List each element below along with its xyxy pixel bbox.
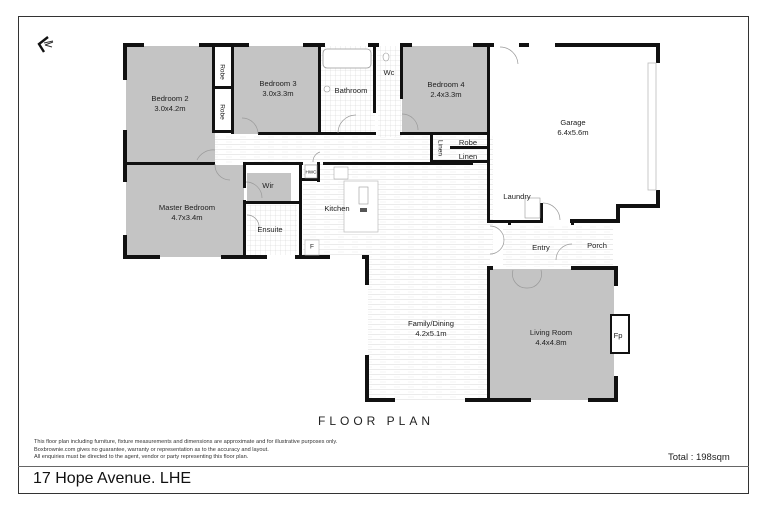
bedroom-2-area [126, 46, 215, 163]
bedroom-4-area [402, 46, 488, 134]
disclaimer-line: This floor plan including furniture, fix… [34, 439, 338, 445]
north-arrow-icon [37, 36, 54, 53]
ensuite-label: Ensuite [257, 225, 283, 234]
family-dining-label: Family/Dining 4.2x5.1m [408, 319, 454, 339]
total-area: Total : 198sqm [668, 452, 730, 463]
wc-label: Wc [383, 68, 395, 77]
linen-1-label: Linen [436, 140, 444, 156]
master-bedroom-area [126, 165, 244, 257]
entry-label: Entry [532, 243, 550, 252]
wir-label: Wir [262, 181, 274, 190]
room-name: Bedroom 2 [151, 94, 189, 103]
plan-sheet [18, 16, 749, 494]
bathroom-label: Bathroom [334, 86, 368, 95]
room-name: Garage [560, 118, 586, 127]
room-name: Master Bedroom [158, 203, 216, 212]
bedroom-3-label: Bedroom 3 3.0x3.3m [259, 79, 296, 99]
disclaimer: This floor plan including furniture, fix… [34, 439, 337, 462]
room-name: Living Room [529, 328, 573, 337]
robe-2-label: Robe [218, 104, 226, 120]
fireplace-label: Fp [613, 331, 623, 340]
disclaimer-line: Boxbrownie.com gives no guarantee, warra… [34, 446, 269, 453]
bedroom-2-label: Bedroom 2 3.0x4.2m [151, 94, 188, 114]
disclaimer-line: All enquiries must be directed to the ag… [34, 454, 249, 461]
linen-2-label: Linen [458, 152, 478, 161]
hwc-label: HWC [305, 169, 317, 175]
bedroom-3-area [233, 46, 318, 134]
footer-divider [18, 466, 749, 467]
room-size: 3.0x3.3m [262, 89, 294, 98]
laundry-label: Laundry [503, 192, 531, 201]
kitchen-label: Kitchen [324, 204, 350, 213]
master-bedroom-label: Master Bedroom 4.7x3.4m [159, 203, 215, 223]
room-size: 2.4x3.3m [430, 90, 462, 99]
property-address: 17 Hope Avenue. LHE [33, 470, 192, 487]
living-room-label: Living Room 4.4x4.8m [530, 328, 572, 348]
room-size: 4.2x5.1m [415, 329, 447, 338]
living-room-area [490, 269, 614, 400]
room-name: Bedroom 4 [427, 80, 465, 89]
robe-3-label: Robe [458, 138, 478, 147]
porch-label: Porch [587, 241, 607, 250]
bedroom-4-label: Bedroom 4 2.4x3.3m [427, 80, 464, 100]
room-name: Bedroom 3 [259, 79, 297, 88]
room-size: 4.4x4.8m [535, 338, 567, 347]
room-name: Family/Dining [408, 319, 454, 328]
plan-title: FLOOR PLAN [318, 414, 435, 428]
robe-1-label: Robe [218, 64, 226, 80]
garage-label: Garage 6.4x5.6m [557, 118, 588, 138]
room-size: 3.0x4.2m [154, 104, 186, 113]
room-size: 4.7x3.4m [171, 213, 203, 222]
fridge-label: F [310, 243, 314, 251]
wir-area [247, 173, 291, 202]
room-size: 6.4x5.6m [557, 128, 589, 137]
